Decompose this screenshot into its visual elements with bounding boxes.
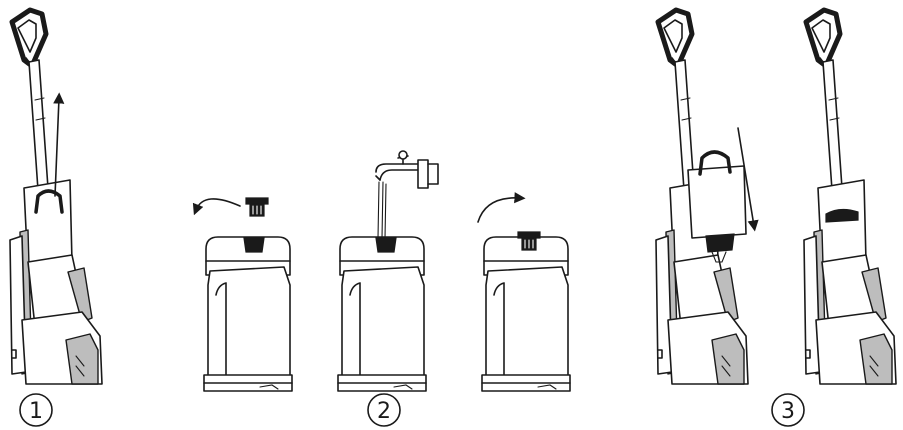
step2-tank-filling (338, 237, 426, 391)
step2-screw-arrow (478, 198, 520, 222)
step2-faucet (376, 151, 438, 188)
step-1-number: 1 (29, 399, 43, 424)
step2-tank-cap-off (204, 237, 292, 391)
step-1-label: 1 (20, 394, 52, 426)
step3-vacuum-complete (804, 10, 896, 384)
step-3-label: 3 (772, 394, 804, 426)
step1-vacuum (10, 10, 102, 384)
step2-removed-cap (246, 198, 268, 216)
step-3-number: 3 (781, 399, 795, 424)
water-stream (378, 182, 386, 238)
step2-unscrew-arrow (196, 199, 240, 210)
step2-tank-cap-on (482, 232, 570, 391)
step3-vacuum-inserting (656, 10, 748, 384)
step-2-number: 2 (377, 399, 391, 424)
step-2-label: 2 (368, 394, 400, 426)
